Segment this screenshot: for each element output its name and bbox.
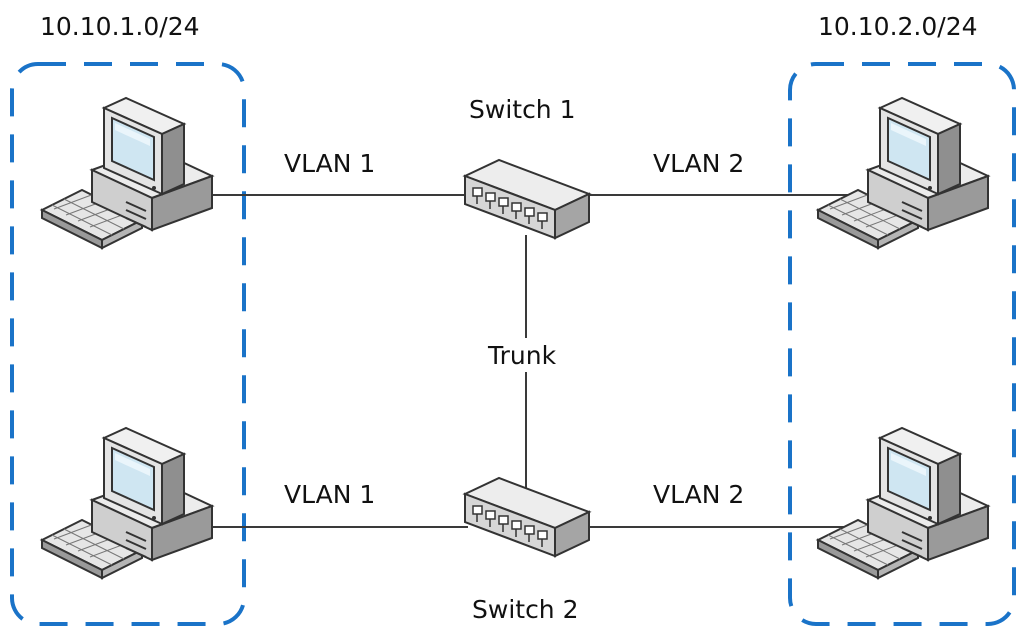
vlan-label-switch2-left: VLAN 1 bbox=[284, 480, 375, 509]
desktop-computer-icon bbox=[817, 427, 989, 579]
subnet-right-boundary bbox=[788, 62, 1016, 626]
switch-1-label: Switch 1 bbox=[469, 95, 576, 124]
trunk-label: Trunk bbox=[487, 341, 557, 370]
network-switch-icon bbox=[464, 159, 590, 239]
desktop-computer-icon bbox=[41, 427, 213, 579]
desktop-computer-icon bbox=[41, 97, 213, 249]
subnet-left-boundary bbox=[10, 62, 246, 626]
network-switch-icon bbox=[464, 477, 590, 557]
vlan-label-switch1-right: VLAN 2 bbox=[653, 149, 744, 178]
subnet-right-label: 10.10.2.0/24 bbox=[818, 12, 978, 41]
vlan-label-switch2-right: VLAN 2 bbox=[653, 480, 744, 509]
desktop-computer-icon bbox=[817, 97, 989, 249]
subnet-left-label: 10.10.1.0/24 bbox=[40, 12, 200, 41]
switch-2-label: Switch 2 bbox=[472, 595, 579, 624]
vlan-label-switch1-left: VLAN 1 bbox=[284, 149, 375, 178]
